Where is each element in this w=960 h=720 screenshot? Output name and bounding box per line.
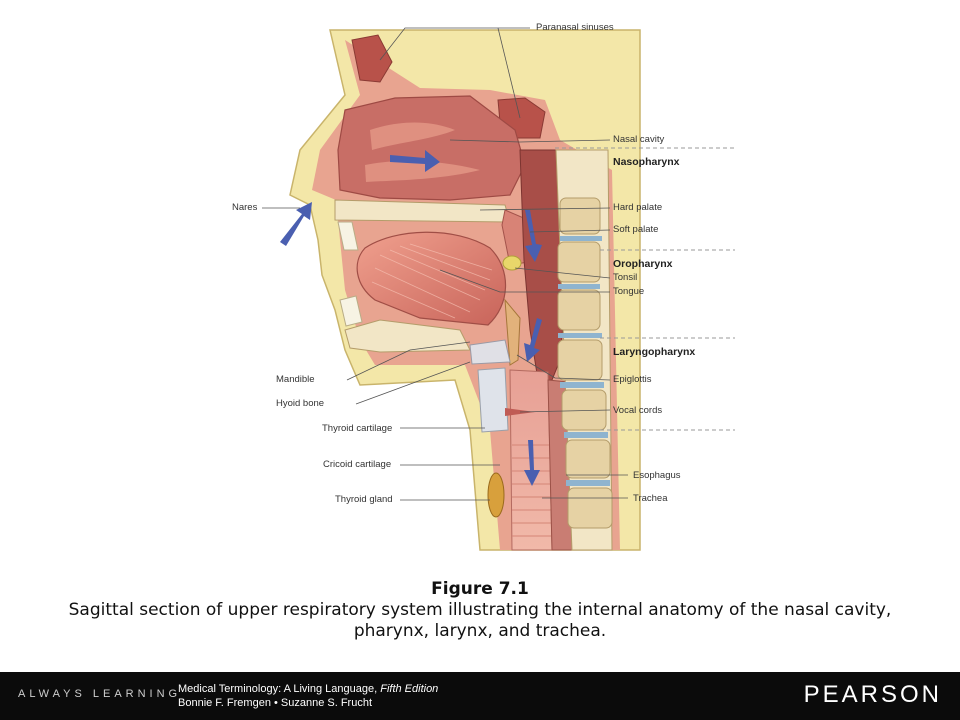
label-oropharynx: Oropharynx	[613, 258, 673, 270]
pearson-logo: PEARSON	[803, 681, 942, 708]
figure-number: Figure 7.1	[431, 579, 529, 599]
mandible-shape	[344, 319, 471, 353]
label-hyoid-bone: Hyoid bone	[276, 398, 325, 409]
label-mandible: Mandible	[276, 374, 315, 385]
thyroid-cartilage-shape	[477, 367, 509, 433]
upper-teeth	[337, 221, 359, 251]
footer-tagline: ALWAYS LEARNING	[18, 688, 182, 700]
anatomy-diagram: Paranasal sinuses Nasal cavity Nasophary…	[232, 22, 735, 551]
nasal-concha-lower	[365, 160, 480, 182]
spine	[555, 149, 613, 551]
tonsil-shape	[502, 255, 522, 271]
hyoid-shape	[469, 339, 511, 365]
label-thyroid-gland: Thyroid gland	[335, 494, 393, 505]
label-trachea: Trachea	[633, 493, 668, 504]
sagittal-section-illustration	[262, 27, 735, 551]
label-epiglottis: Epiglottis	[613, 374, 652, 385]
label-vocal-cords: Vocal cords	[613, 405, 663, 416]
label-laryngopharynx: Laryngopharynx	[613, 346, 696, 358]
label-nasal-cavity: Nasal cavity	[613, 134, 665, 145]
footer-book-line: Medical Terminology: A Living Language, …	[178, 682, 438, 696]
nasal-concha	[370, 122, 455, 150]
label-thyroid-cartilage: Thyroid cartilage	[322, 423, 393, 434]
label-cricoid-cartilage: Cricoid cartilage	[323, 459, 392, 470]
figure-caption: Figure 7.1 Sagittal section of upper res…	[40, 578, 920, 642]
thyroid-gland-shape	[487, 472, 505, 518]
label-nares: Nares	[232, 202, 258, 213]
tongue-shape	[356, 231, 507, 326]
label-esophagus: Esophagus	[633, 470, 681, 481]
caption-text: Sagittal section of upper respiratory sy…	[68, 600, 892, 641]
lower-teeth	[339, 295, 363, 327]
label-nasopharynx: Nasopharynx	[613, 156, 680, 168]
footer-edition: Fifth Edition	[380, 683, 439, 695]
label-hard-palate: Hard palate	[613, 202, 663, 213]
frontal-sinus	[351, 34, 393, 83]
label-soft-palate: Soft palate	[613, 224, 659, 235]
footer-bar: ALWAYS LEARNING Medical Terminology: A L…	[0, 672, 960, 720]
label-tongue: Tongue	[613, 286, 645, 297]
footer-authors: Bonnie F. Fremgen • Suzanne S. Frucht	[178, 697, 373, 709]
footer-book-title: Medical Terminology: A Living Language,	[178, 683, 381, 695]
epiglottis-shape	[504, 298, 521, 366]
label-tonsil: Tonsil	[613, 272, 638, 283]
airflow-arrows	[280, 150, 542, 486]
label-paranasal-sinuses: Paranasal sinuses	[536, 22, 614, 33]
footer-book-info: Medical Terminology: A Living Language, …	[178, 682, 438, 710]
